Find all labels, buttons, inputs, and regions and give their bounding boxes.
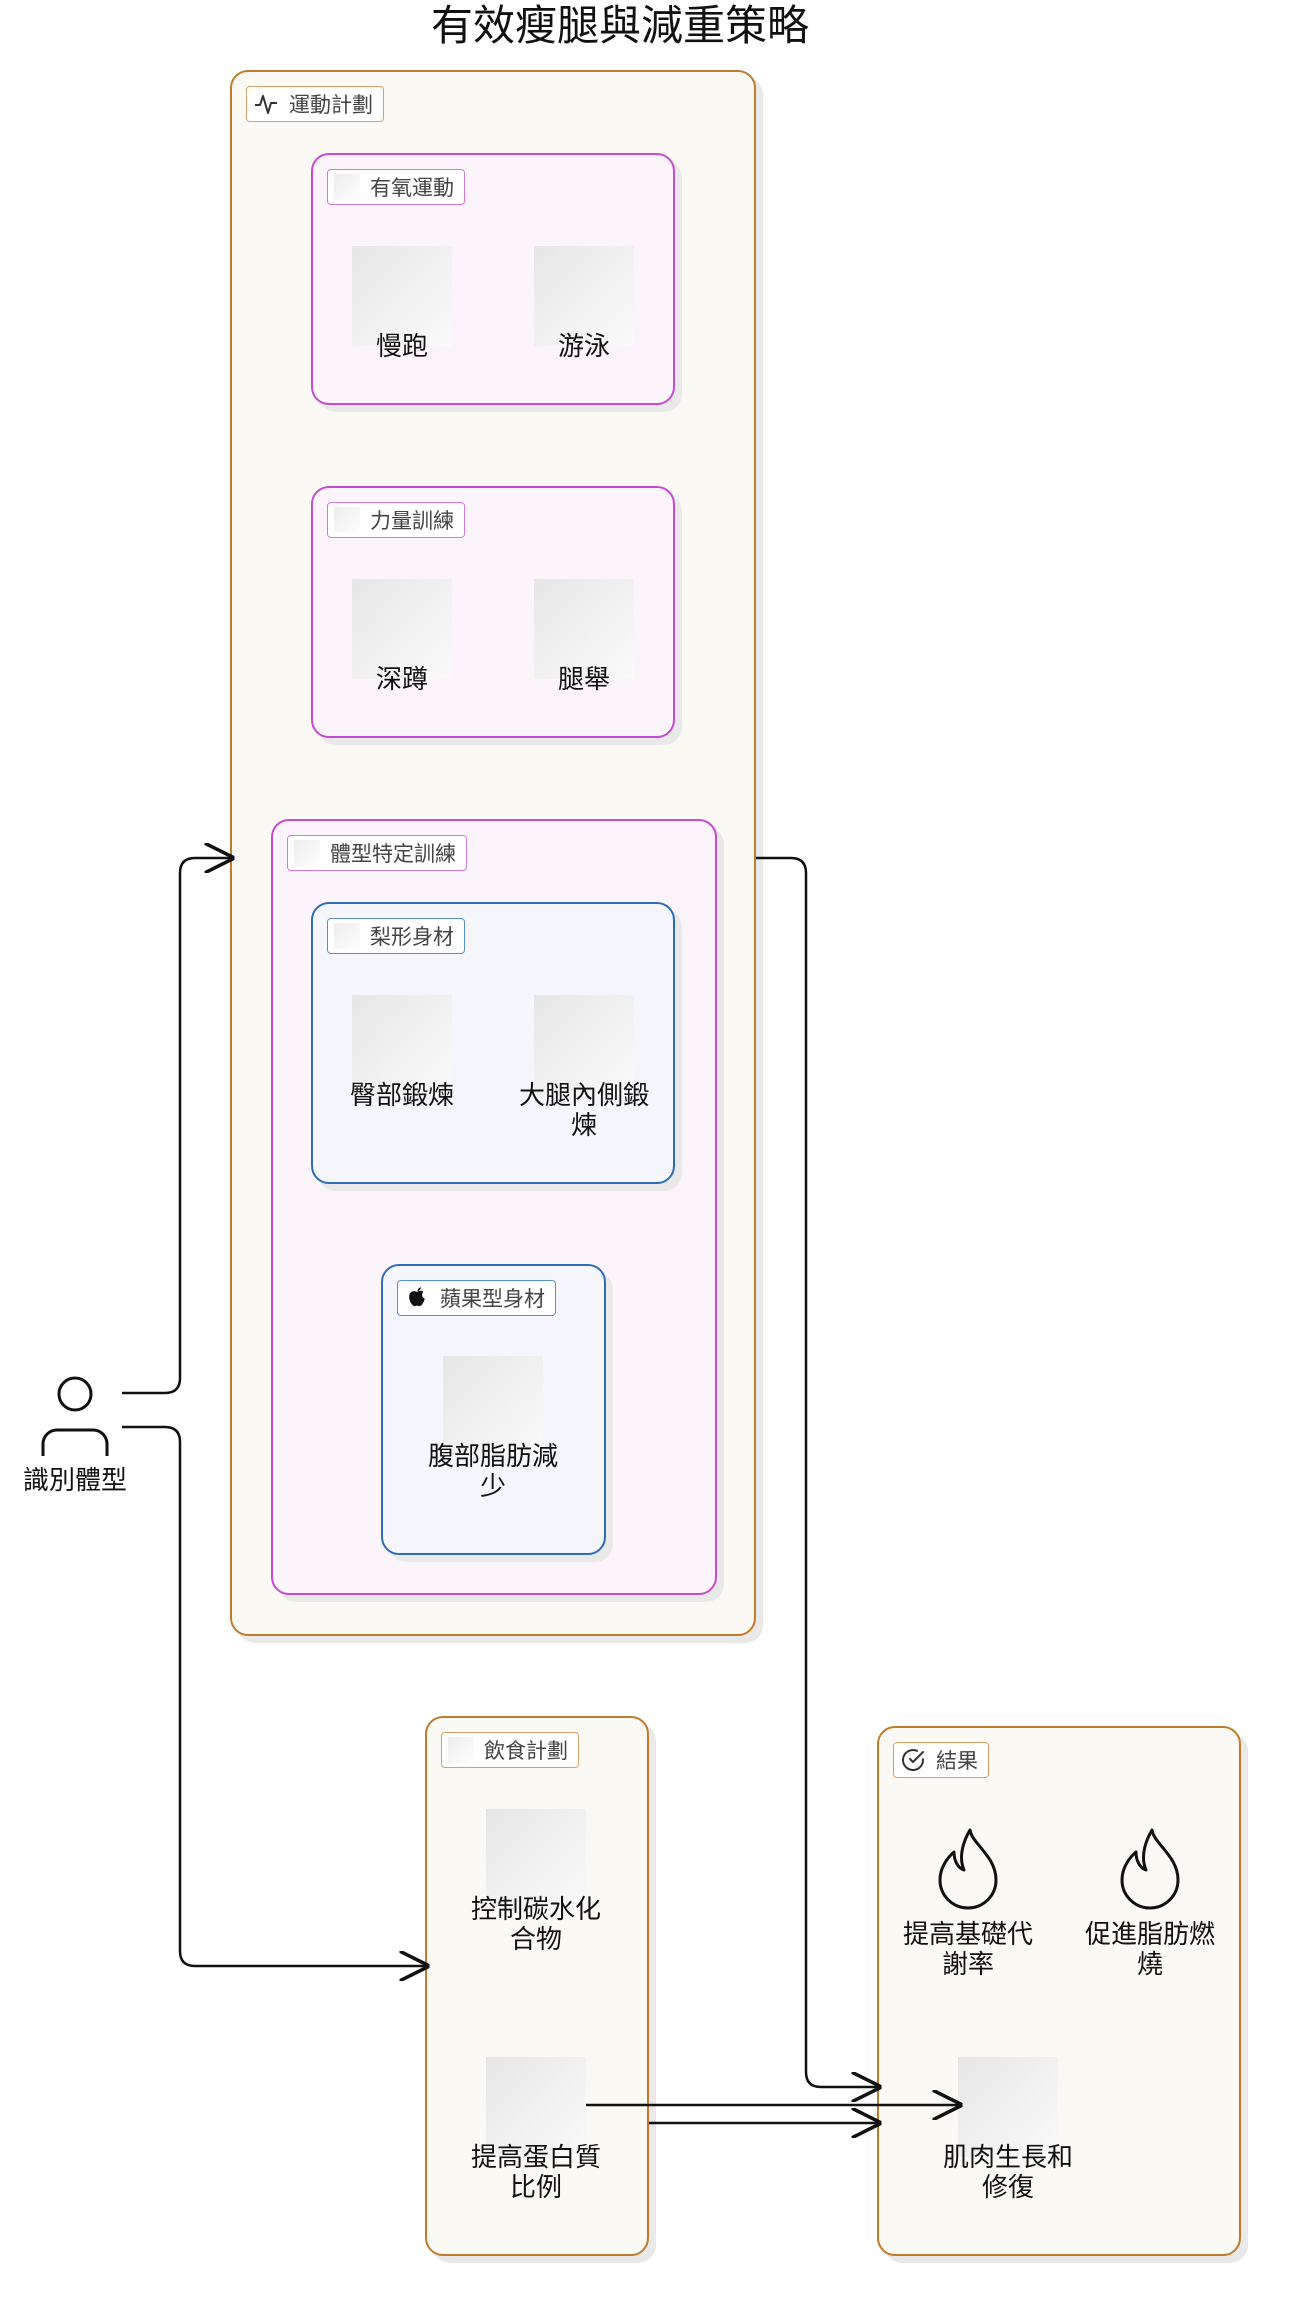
blank-icon bbox=[334, 507, 360, 533]
node-label: 游泳 bbox=[557, 332, 610, 362]
image-placeholder bbox=[443, 1356, 543, 1456]
node-inner-thigh-workout: 大腿內側鍛 煉 bbox=[494, 995, 674, 1141]
node-increase-bmr: 提高基礎代 謝率 bbox=[878, 1826, 1058, 1980]
body-type-tag: 體型特定訓練 bbox=[287, 835, 467, 871]
apple-shape-tag: 蘋果型身材 bbox=[397, 1280, 556, 1316]
aerobic-tag: 有氧運動 bbox=[327, 169, 465, 205]
blank-icon bbox=[334, 923, 360, 949]
strength-label: 力量訓練 bbox=[370, 509, 454, 533]
node-muscle-growth: 肌肉生長和 修復 bbox=[918, 2057, 1098, 2203]
node-jogging: 慢跑 bbox=[312, 246, 492, 362]
apple-icon bbox=[409, 1287, 425, 1307]
check-circle-icon bbox=[902, 1749, 924, 1772]
activity-pulse-icon bbox=[255, 95, 277, 114]
aerobic-label: 有氧運動 bbox=[370, 176, 454, 200]
node-label: 慢跑 bbox=[375, 332, 428, 362]
blank-icon bbox=[448, 1737, 474, 1763]
node-label: 臀部鍛煉 bbox=[349, 1081, 454, 1111]
node-label: 提高基礎代 謝率 bbox=[902, 1920, 1033, 1980]
node-label: 肌肉生長和 修復 bbox=[942, 2143, 1073, 2203]
node-glute-workout: 臀部鍛煉 bbox=[312, 995, 492, 1111]
image-placeholder bbox=[534, 995, 634, 1095]
results-label: 結果 bbox=[936, 1749, 978, 1773]
node-label: 深蹲 bbox=[375, 665, 428, 695]
node-leg-press: 腿舉 bbox=[494, 579, 674, 695]
node-swimming: 游泳 bbox=[494, 246, 674, 362]
pear-shape-label: 梨形身材 bbox=[370, 925, 454, 949]
node-label: 提高蛋白質 比例 bbox=[470, 2143, 601, 2203]
node-belly-fat-reduction: 腹部脂肪減 少 bbox=[403, 1356, 583, 1502]
exercise-plan-label: 運動計劃 bbox=[289, 93, 373, 117]
results-tag: 結果 bbox=[893, 1742, 989, 1778]
image-placeholder bbox=[352, 246, 452, 346]
pear-shape-tag: 梨形身材 bbox=[327, 918, 465, 954]
diet-plan-tag: 飲食計劃 bbox=[441, 1732, 579, 1768]
strength-tag: 力量訓練 bbox=[327, 502, 465, 538]
node-promote-fat-burning: 促進脂肪燃 燒 bbox=[1060, 1826, 1240, 1980]
edge-actor-to-exercise bbox=[122, 858, 232, 1395]
apple-shape-label: 蘋果型身材 bbox=[440, 1287, 545, 1311]
image-placeholder bbox=[534, 579, 634, 679]
blank-icon bbox=[334, 174, 360, 200]
node-label: 促進脂肪燃 燒 bbox=[1084, 1920, 1215, 1980]
node-increase-protein: 提高蛋白質 比例 bbox=[446, 2057, 626, 2203]
diet-plan-group bbox=[425, 1716, 649, 2256]
node-squat: 深蹲 bbox=[312, 579, 492, 695]
person-icon bbox=[41, 1376, 109, 1456]
diagram-title: 有效瘦腿與減重策略 bbox=[430, 1, 809, 50]
image-placeholder bbox=[486, 1809, 586, 1909]
image-placeholder bbox=[352, 579, 452, 679]
diet-plan-label: 飲食計劃 bbox=[484, 1739, 568, 1763]
flame-icon bbox=[938, 1828, 998, 1910]
flame-icon bbox=[1120, 1828, 1180, 1910]
node-control-carbs: 控制碳水化 合物 bbox=[446, 1809, 626, 1955]
image-placeholder bbox=[486, 2057, 586, 2157]
node-label: 大腿內側鍛 煉 bbox=[518, 1081, 649, 1141]
body-type-label: 體型特定訓練 bbox=[330, 842, 456, 866]
actor-identify-body-type: 識別體型 bbox=[0, 1376, 150, 1497]
actor-label: 識別體型 bbox=[22, 1466, 127, 1496]
node-label: 腿舉 bbox=[557, 665, 610, 695]
image-placeholder bbox=[958, 2057, 1058, 2157]
edge-exercise-to-results bbox=[756, 856, 879, 2087]
exercise-plan-tag: 運動計劃 bbox=[246, 86, 384, 122]
blank-icon bbox=[294, 840, 320, 866]
image-placeholder bbox=[534, 246, 634, 346]
image-placeholder bbox=[352, 995, 452, 1095]
node-label: 腹部脂肪減 少 bbox=[427, 1442, 558, 1502]
results-group bbox=[877, 1726, 1241, 2256]
edge-actor-to-diet bbox=[122, 1425, 427, 1966]
node-label: 控制碳水化 合物 bbox=[470, 1895, 601, 1955]
